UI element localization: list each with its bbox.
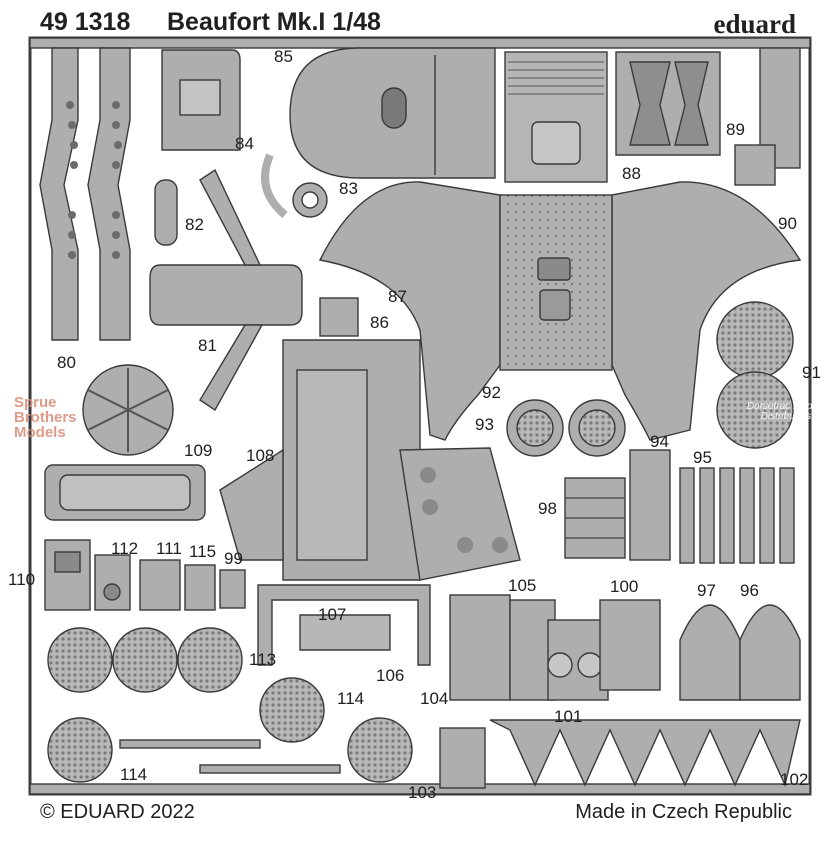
part-110	[44, 539, 91, 611]
part-82	[154, 179, 178, 246]
part-91-b	[716, 371, 794, 449]
label-107: 107	[318, 605, 347, 624]
part-111	[139, 559, 181, 611]
part-106	[257, 584, 431, 666]
part-114-c	[347, 717, 413, 783]
label-83: 83	[339, 179, 358, 198]
label-103: 103	[408, 783, 437, 802]
label-84: 84	[235, 134, 254, 153]
label-108: 108	[246, 446, 275, 465]
part-114-a	[259, 677, 325, 743]
label-85: 85	[274, 47, 293, 66]
part-99	[219, 569, 246, 609]
part-80-left	[39, 47, 79, 341]
label-101: 101	[554, 707, 583, 726]
part-107	[299, 614, 391, 651]
part-91-a	[716, 301, 794, 379]
label-94: 94	[650, 432, 669, 451]
copyright-text: © EDUARD 2022	[40, 801, 195, 823]
label-90: 90	[778, 214, 797, 233]
part-90	[611, 181, 802, 441]
part-92	[499, 194, 613, 371]
part-102	[489, 719, 801, 788]
label-105: 105	[508, 576, 537, 595]
label-86: 86	[370, 313, 389, 332]
label-88: 88	[622, 164, 641, 183]
part-113	[47, 627, 243, 693]
label-114-left: 114	[120, 765, 148, 784]
label-112: 112	[111, 539, 139, 558]
label-109: 109	[184, 441, 213, 460]
part-95	[679, 467, 795, 564]
part-114-b	[47, 717, 113, 783]
brand-logo: eduard	[713, 9, 796, 39]
label-106: 106	[376, 666, 405, 685]
label-82: 82	[185, 215, 204, 234]
product-code: 49 1318	[40, 8, 131, 36]
part-108-plate	[399, 447, 521, 581]
part-100	[599, 599, 661, 691]
label-93: 93	[475, 415, 494, 434]
label-115: 115	[189, 542, 217, 561]
origin-text: Made in Czech Republic	[575, 801, 792, 823]
watermark-left: Sprue Brothers Models	[14, 394, 77, 441]
label-98: 98	[538, 499, 557, 518]
product-title: Beaufort Mk.I 1/48	[167, 8, 381, 36]
part-103	[439, 727, 486, 789]
part-96	[739, 604, 801, 701]
label-102: 102	[780, 770, 809, 789]
label-114-right: 114	[337, 689, 365, 708]
label-92: 92	[482, 383, 501, 402]
label-96: 96	[740, 581, 759, 600]
label-111: 111	[156, 539, 182, 558]
part-94	[629, 449, 671, 561]
label-97: 97	[697, 581, 716, 600]
part-104	[449, 594, 511, 701]
label-99: 99	[224, 549, 243, 568]
part-97	[679, 604, 741, 701]
label-104: 104	[420, 689, 449, 708]
label-95: 95	[693, 448, 712, 467]
label-113: 113	[249, 650, 277, 669]
label-100: 100	[610, 577, 639, 596]
label-89: 89	[726, 120, 745, 139]
part-87	[318, 181, 501, 441]
part-112	[94, 554, 131, 611]
part-89	[759, 47, 801, 169]
part-81	[149, 264, 303, 326]
part-115	[184, 564, 216, 611]
part-86-a	[319, 297, 359, 337]
label-81: 81	[198, 336, 217, 355]
label-110: 110	[8, 570, 36, 589]
part-80-right	[87, 47, 131, 341]
watermark-right: Dorsetrac Models Distributors	[746, 401, 826, 422]
label-87: 87	[388, 287, 407, 306]
label-80: 80	[57, 353, 76, 372]
label-91: 91	[802, 363, 821, 382]
